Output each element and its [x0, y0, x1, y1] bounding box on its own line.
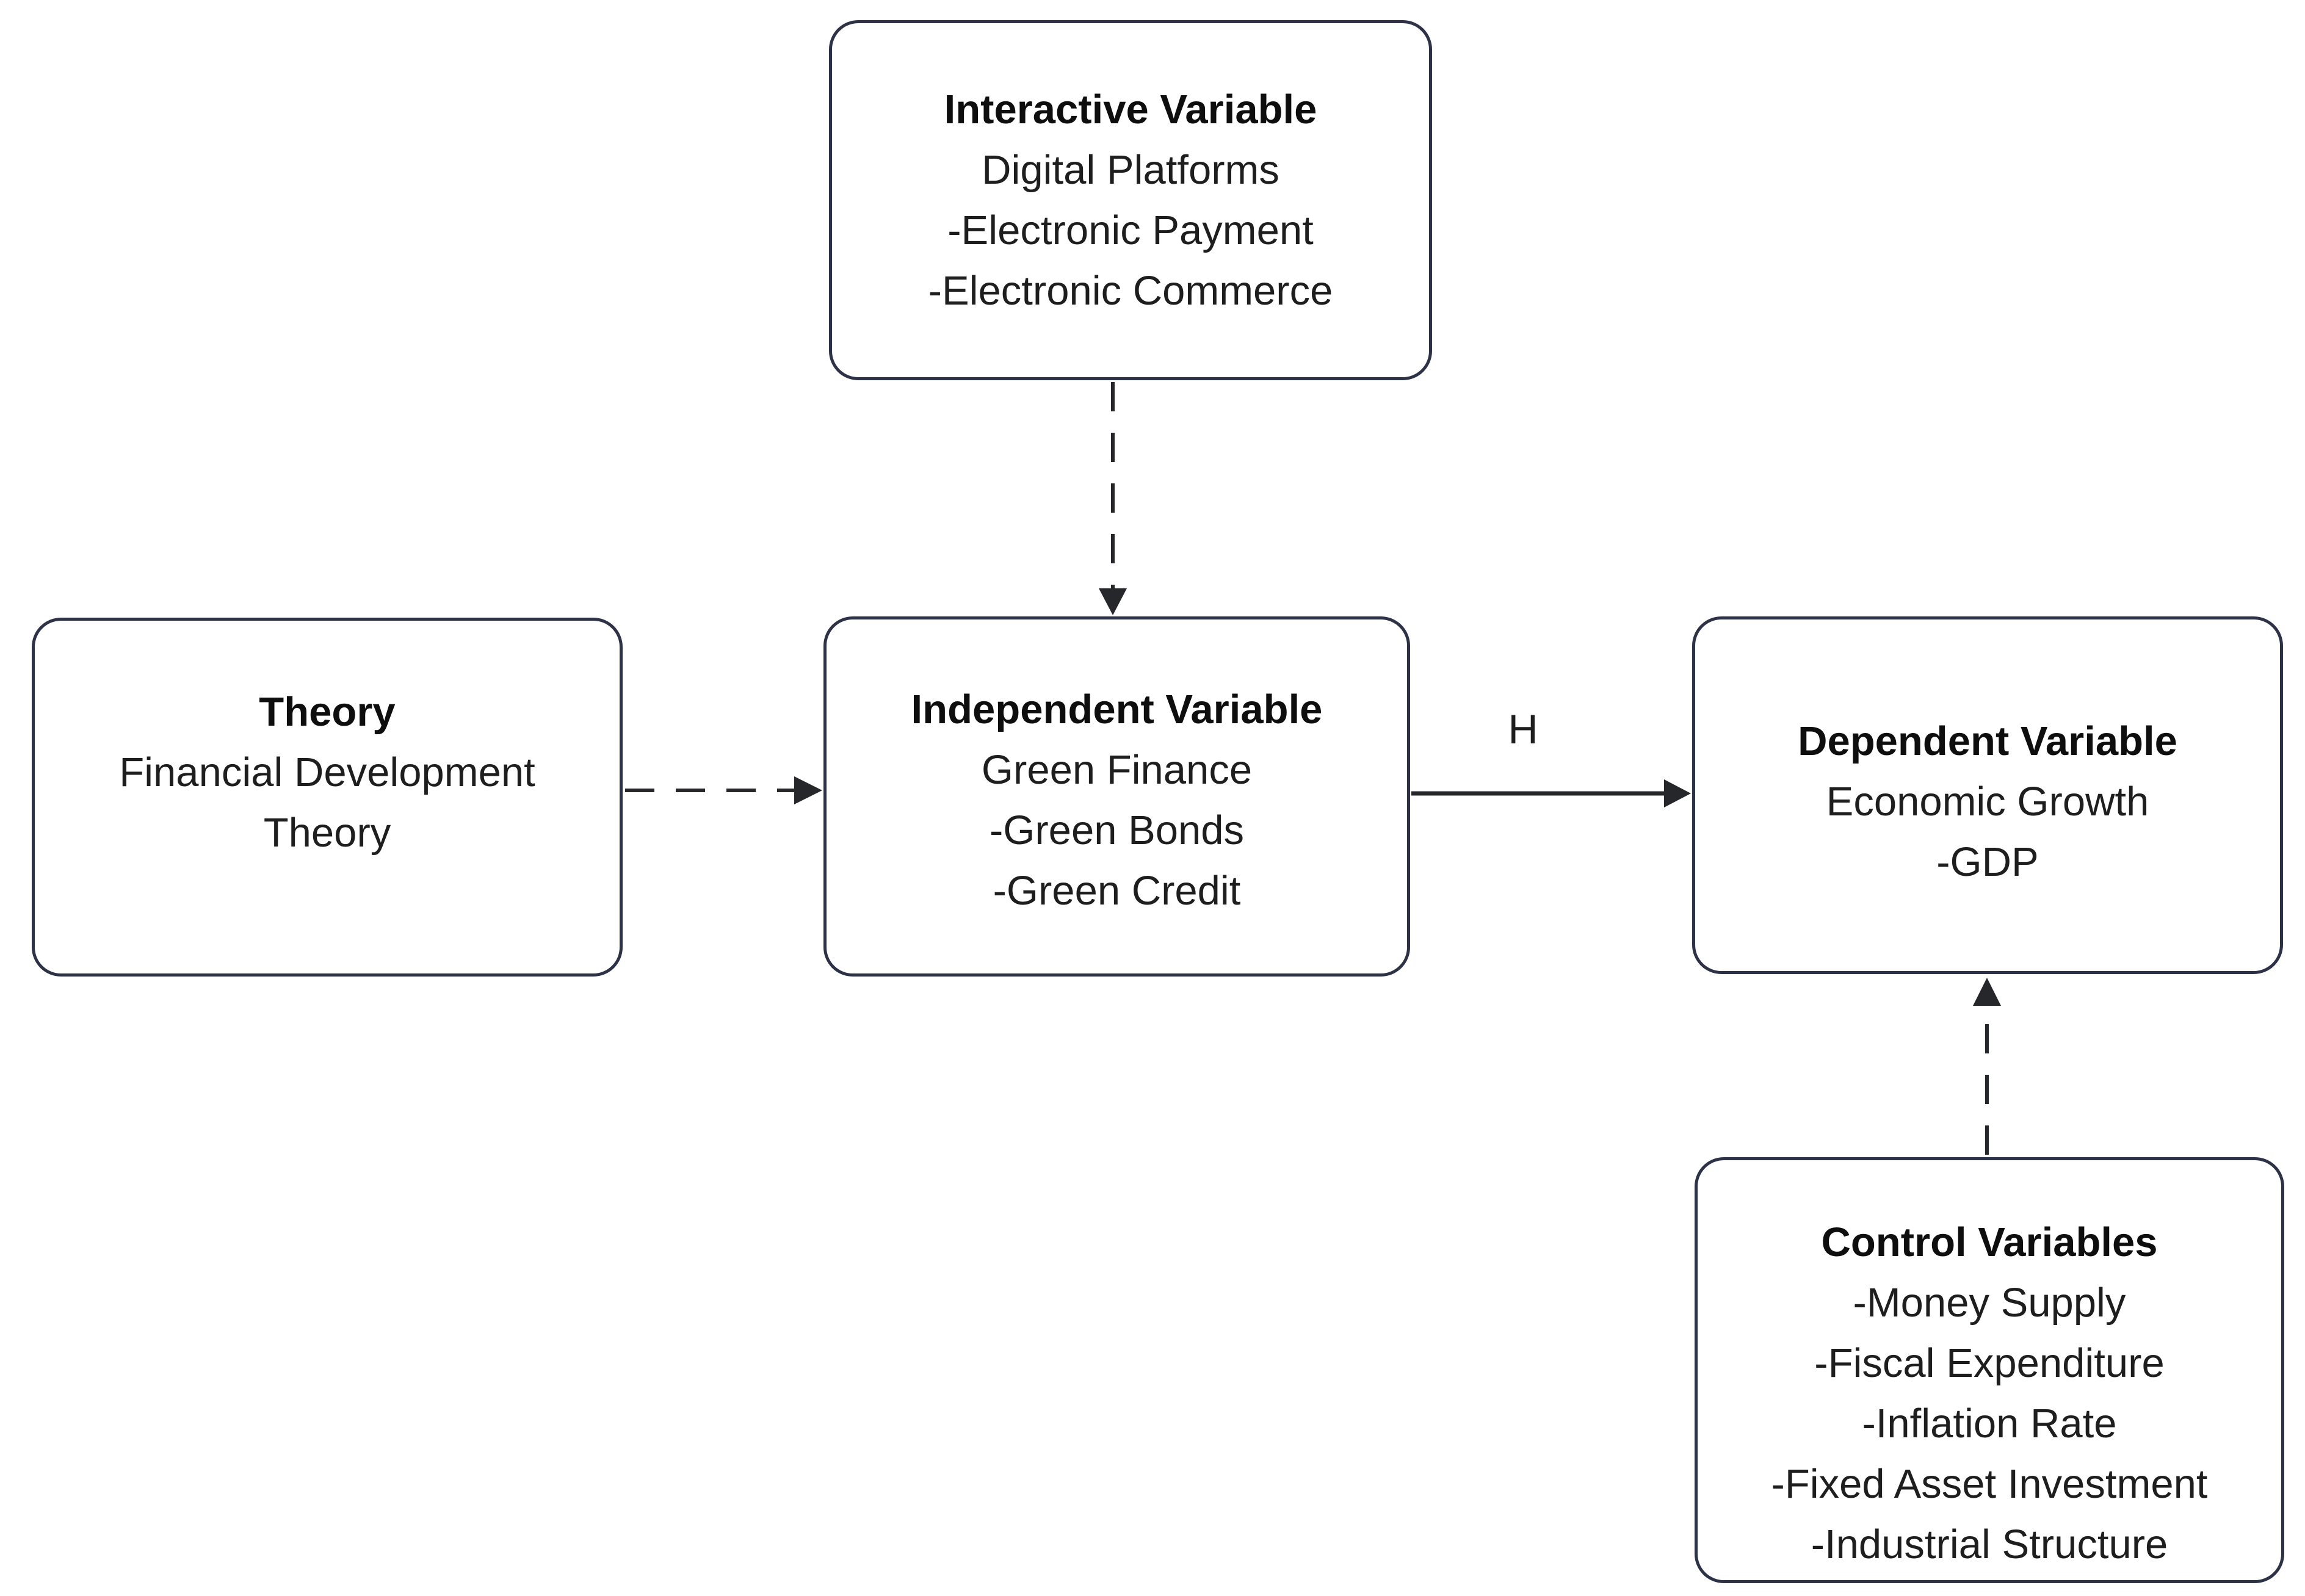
hypothesis-label: H — [1508, 706, 1538, 753]
independent-to-dependent-arrow — [1411, 779, 1691, 807]
box-line: Green Finance — [981, 747, 1253, 793]
box-line: -GDP — [1936, 839, 2039, 885]
control-variables-box: Control Variables -Money Supply -Fiscal … — [1695, 1157, 2284, 1583]
box-line: Digital Platforms — [982, 147, 1279, 193]
box-title: Independent Variable — [911, 687, 1323, 732]
dependent-variable-box: Dependent Variable Economic Growth -GDP — [1692, 616, 2283, 974]
box-line: -Money Supply — [1853, 1280, 2126, 1326]
interactive-variable-box: Interactive Variable Digital Platforms -… — [829, 20, 1432, 380]
box-line: -Electronic Commerce — [928, 268, 1333, 314]
box-title: Theory — [259, 689, 396, 735]
control-to-dependent-arrow — [1973, 978, 2001, 1155]
box-line: Economic Growth — [1826, 779, 2149, 825]
arrowhead-right-icon — [794, 776, 822, 804]
interactive-to-independent-arrow — [1099, 382, 1127, 615]
independent-variable-box: Independent Variable Green Finance -Gree… — [823, 616, 1410, 977]
box-line: -Fixed Asset Investment — [1771, 1461, 2208, 1507]
box-line: Financial Development — [119, 749, 535, 795]
box-line: -Inflation Rate — [1862, 1401, 2117, 1446]
box-line: -Fiscal Expenditure — [1814, 1340, 2165, 1386]
box-line: -Electronic Payment — [947, 208, 1314, 253]
arrowhead-down-icon — [1099, 588, 1127, 615]
box-line: -Green Bonds — [989, 807, 1245, 853]
box-title: Dependent Variable — [1798, 718, 2177, 764]
theory-to-independent-arrow — [625, 776, 822, 804]
box-line: -Industrial Structure — [1811, 1522, 2168, 1567]
theory-box: Theory Financial Development Theory — [32, 618, 623, 977]
box-line: -Green Credit — [993, 868, 1241, 914]
box-line: Theory — [263, 810, 391, 856]
arrowhead-right-icon — [1664, 779, 1691, 807]
box-title: Interactive Variable — [944, 87, 1317, 132]
arrowhead-up-icon — [1973, 978, 2001, 1006]
box-title: Control Variables — [1821, 1219, 2158, 1265]
